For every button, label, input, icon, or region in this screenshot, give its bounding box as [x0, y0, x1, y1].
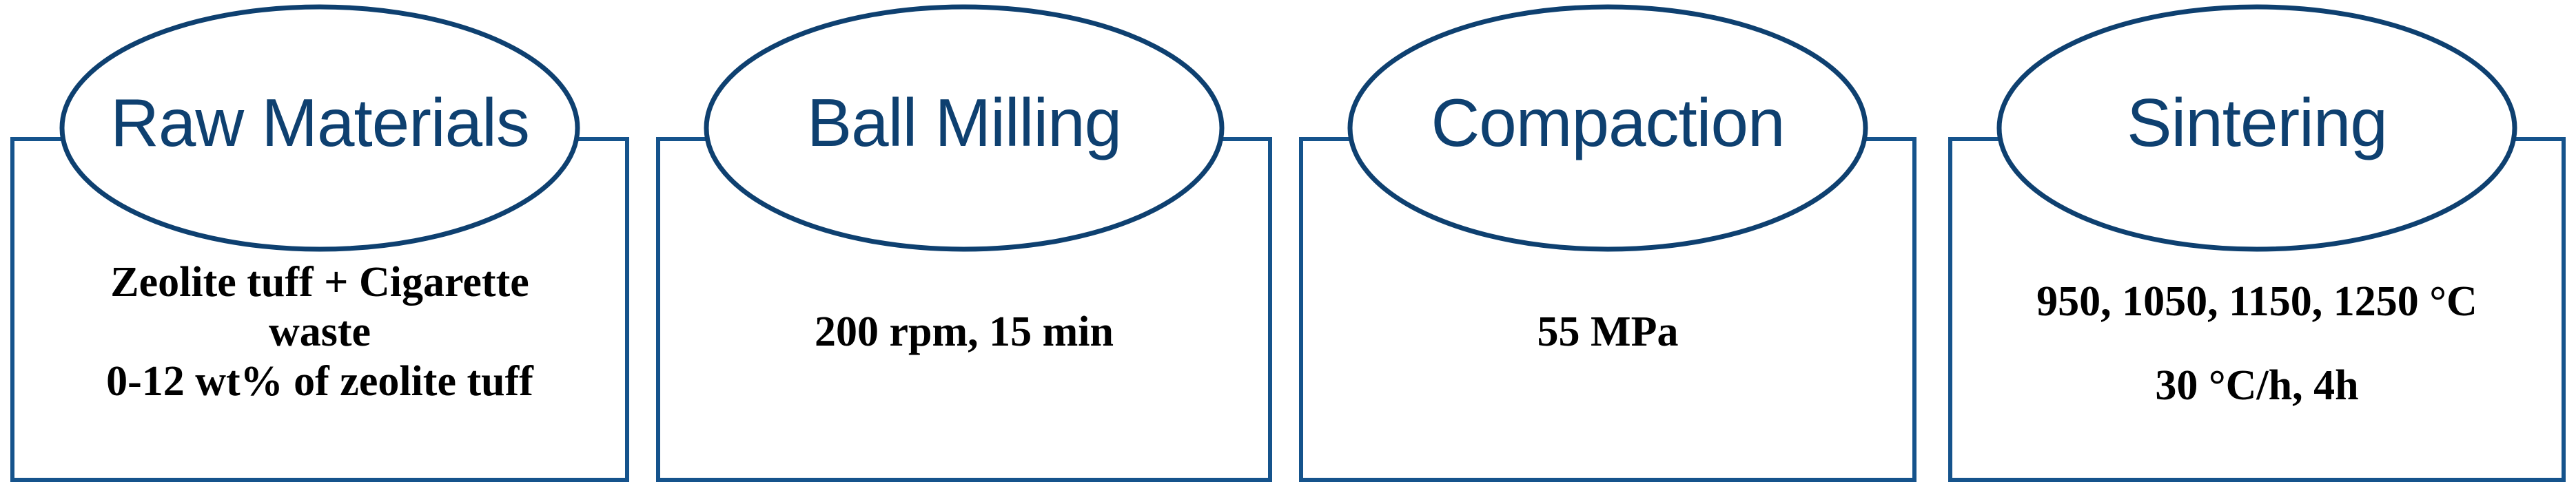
stage-sintering[interactable]: Sintering 950, 1050, 1150, 1250 °C 30 °C… — [1948, 4, 2566, 482]
stage-ellipse-ball-milling — [704, 4, 1225, 252]
stage-detail-compaction-line-1: 55 MPa — [1537, 308, 1679, 355]
stage-compaction[interactable]: Compaction 55 MPa — [1299, 4, 1916, 482]
stage-ball-milling[interactable]: Ball Milling 200 rpm, 15 min — [656, 4, 1272, 482]
stage-ellipse-raw-materials — [59, 4, 580, 252]
stage-detail-raw-materials-line-2: waste — [269, 308, 371, 355]
stage-title-ball-milling: Ball Milling — [807, 85, 1121, 160]
stage-title-raw-materials: Raw Materials — [110, 85, 529, 160]
stage-detail-sintering-line-1: 950, 1050, 1150, 1250 °C — [2036, 278, 2477, 325]
stage-detail-raw-materials-line-3: 0-12 wt% of zeolite tuff — [106, 358, 534, 405]
stage-detail-sintering-line-2: 30 °C/h, 4h — [2155, 362, 2358, 409]
stage-ellipse-compaction — [1347, 4, 1868, 252]
stage-title-sintering: Sintering — [2127, 85, 2387, 160]
stage-ellipse-sintering — [1996, 4, 2517, 252]
stage-title-compaction: Compaction — [1431, 85, 1785, 160]
stage-detail-raw-materials-line-1: Zeolite tuff + Cigarette — [110, 259, 529, 306]
stage-detail-ball-milling-line-1: 200 rpm, 15 min — [815, 308, 1114, 355]
stage-raw-materials[interactable]: Raw Materials Zeolite tuff + Cigarette w… — [10, 4, 629, 482]
